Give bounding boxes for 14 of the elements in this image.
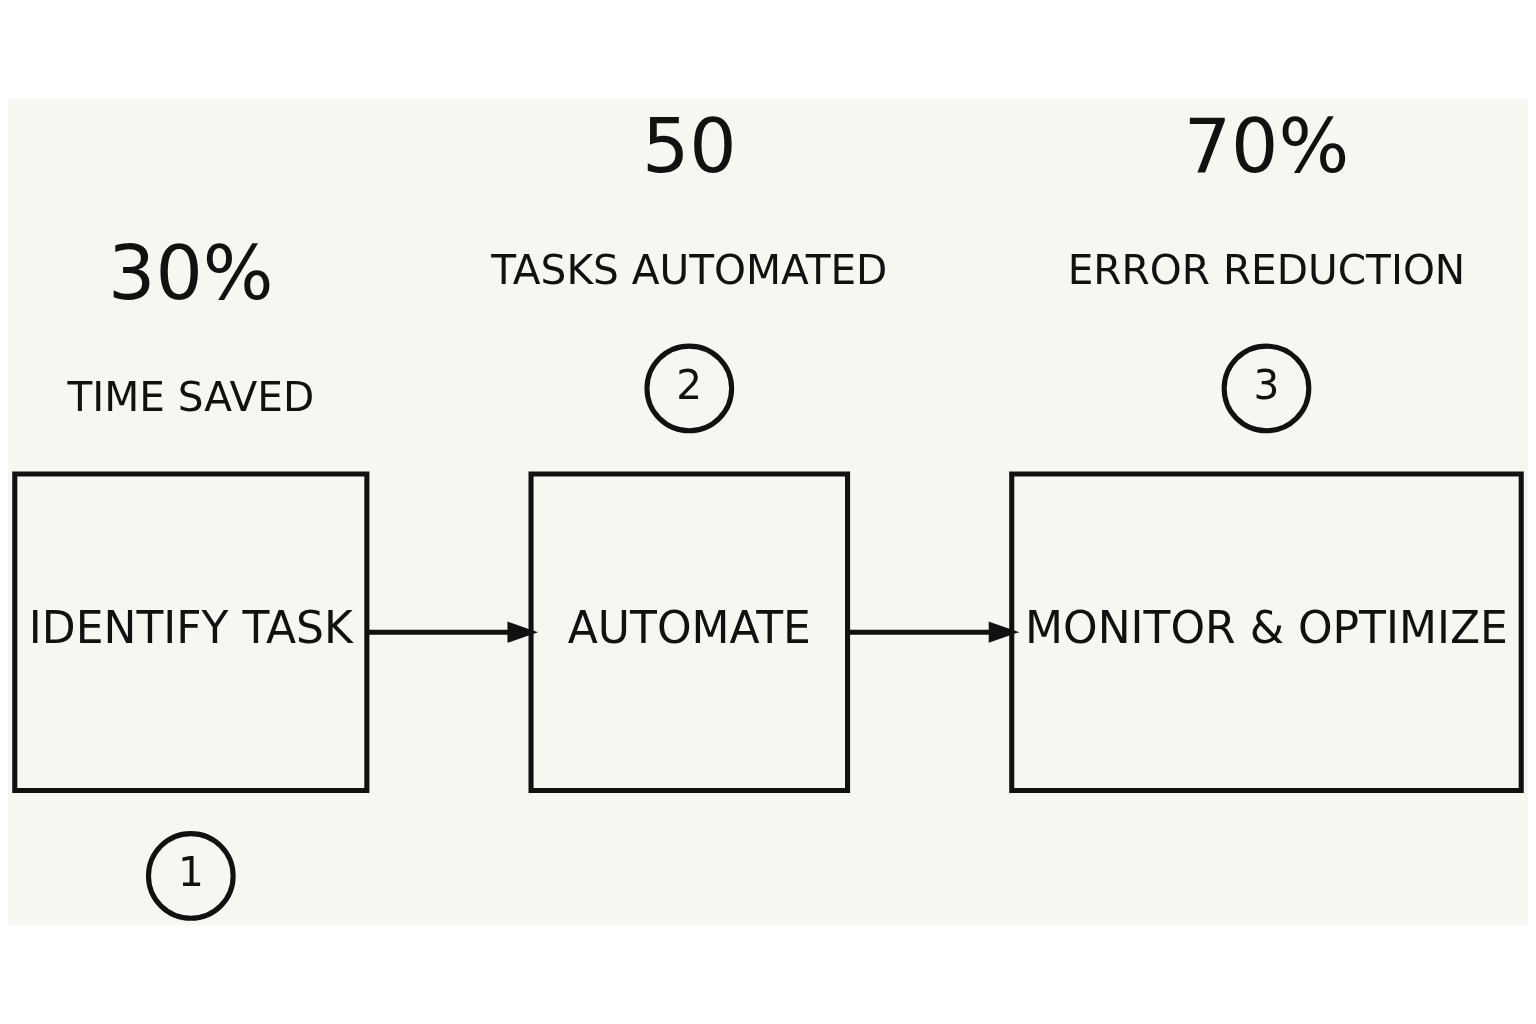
label: 70% [1183,103,1350,191]
label: TASKS AUTOMATED [491,245,888,294]
node-box: MONITOR & OPTIMIZE [1009,471,1524,793]
label: 50 [641,103,737,191]
node-circle: 2 [644,343,735,434]
node-circle: 3 [1221,343,1312,434]
arrow [367,621,538,643]
label: TIME SAVED [67,372,315,421]
node-box: AUTOMATE [528,471,851,793]
arrow [847,621,1020,643]
label: ERROR REDUCTION [1067,245,1466,294]
node-box: IDENTIFY TASK [12,471,370,793]
node-circle: 1 [145,831,236,921]
label: 30% [108,230,274,318]
